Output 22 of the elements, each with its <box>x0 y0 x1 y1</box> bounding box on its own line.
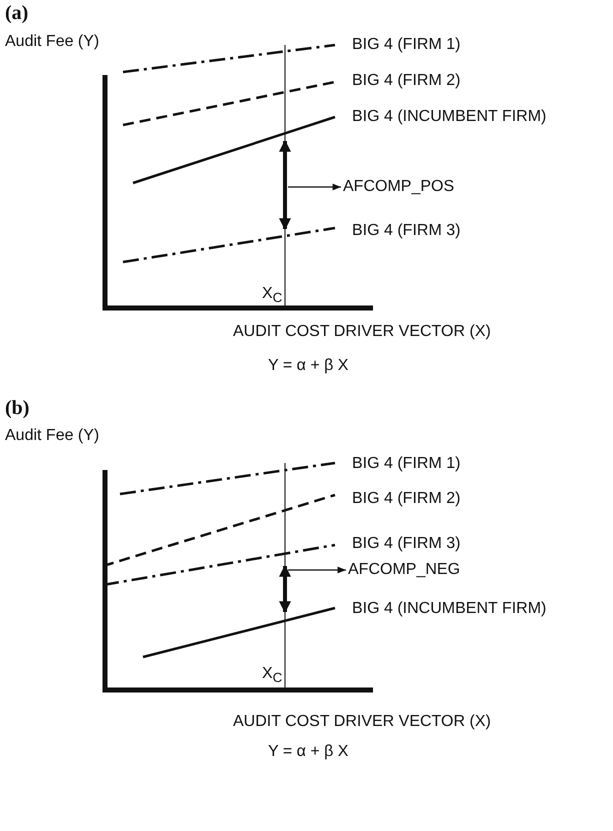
annotation-text: AFCOMP_NEG <box>348 561 460 579</box>
axis-label: Audit Fee (Y) <box>5 427 100 445</box>
line-label: BIG 4 (FIRM 2) <box>352 490 460 508</box>
arrow <box>288 566 346 574</box>
axis-title: AUDIT COST DRIVER VECTOR (X) <box>233 323 491 341</box>
axis-label: Audit Fee (Y) <box>5 33 100 51</box>
arrow <box>288 184 341 190</box>
line-label: BIG 4 (INCUMBENT FIRM) <box>352 108 546 126</box>
line-label: BIG 4 (FIRM 1) <box>352 36 460 54</box>
axis-tick-label: X$_{C}$ <box>262 665 282 686</box>
panel-label: (b) <box>5 397 30 419</box>
line-label: BIG 4 (FIRM 3) <box>352 222 460 240</box>
annotation-text: AFCOMP_POS <box>343 178 454 196</box>
equation: Y = α + β X <box>268 357 348 375</box>
axis-title: AUDIT COST DRIVER VECTOR (X) <box>233 713 491 731</box>
line-label: BIG 4 (FIRM 3) <box>352 535 460 553</box>
equation: Y = α + β X <box>268 743 348 761</box>
line-label: BIG 4 (INCUMBENT FIRM) <box>352 600 546 618</box>
axis-tick-label: X$_{C}$ <box>262 285 282 306</box>
line-label: BIG 4 (FIRM 2) <box>352 72 460 90</box>
panel-label: (a) <box>5 2 28 24</box>
line-label: BIG 4 (FIRM 1) <box>352 455 460 473</box>
